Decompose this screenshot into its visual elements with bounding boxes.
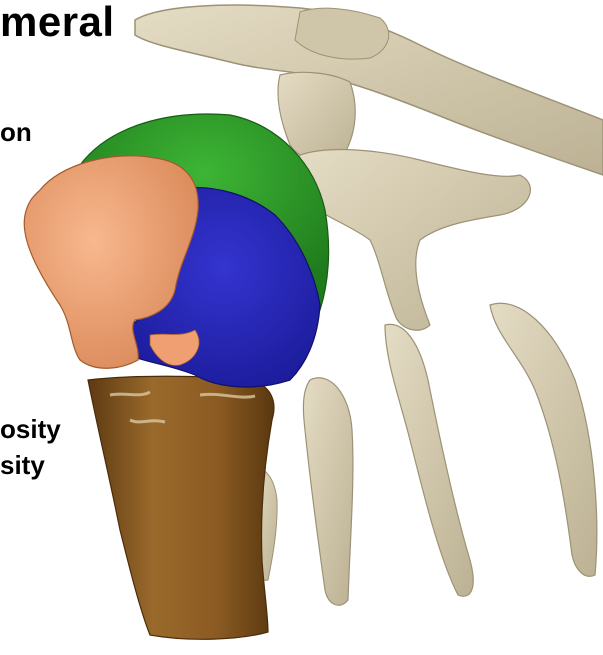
humeral-shaft bbox=[88, 376, 274, 639]
tuberosity-label-2: sity bbox=[0, 450, 45, 481]
tuberosity-label-1: osity bbox=[0, 414, 61, 445]
greater-tuberosity-segment bbox=[24, 156, 199, 368]
page-title: meral bbox=[0, 0, 115, 46]
fragment-label: on bbox=[0, 117, 32, 148]
